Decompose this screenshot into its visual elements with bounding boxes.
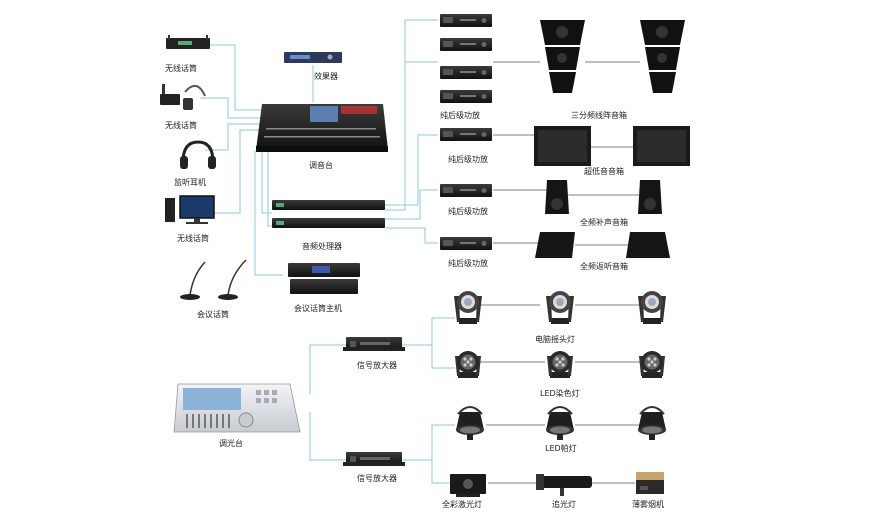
headset-mic-icon (160, 84, 206, 110)
label-laser: 全彩激光灯 (442, 499, 482, 509)
signal-amp-2: 信号放大器 (343, 452, 405, 483)
label-conference-mic: 会议话筒 (197, 309, 229, 319)
subwoofers: 超低音音箱 (534, 126, 690, 176)
handheld-mic-receiver-icon (166, 35, 210, 49)
led-par-lights: LED帕灯 (455, 406, 667, 453)
label-mixer: 调音台 (309, 160, 333, 170)
effects-unit: 效果器 (284, 52, 342, 81)
headphones-icon (180, 140, 216, 169)
fill-speakers: 全频补声音箱 (545, 180, 662, 227)
label-conference-host: 会议话筒主机 (294, 303, 342, 313)
label-wireless-mic-3: 无线话筒 (177, 233, 209, 243)
amp-4: 纯后级功放 (440, 237, 492, 268)
amp-2: 纯后级功放 (440, 128, 492, 164)
lighting-console: 调光台 (173, 383, 301, 448)
signal-amp-1: 信号放大器 (343, 337, 405, 370)
label-moving-head: 电脑摇头灯 (535, 334, 575, 344)
conference-mic: 会议话筒 (180, 259, 247, 319)
wireless-mic-2: 无线话筒 (160, 84, 206, 130)
monitor-headphones: 监听耳机 (174, 140, 216, 187)
audio-wires (200, 19, 455, 484)
laser-light: 全彩激光灯 (442, 474, 486, 509)
label-haze: 薄雾烟机 (632, 499, 664, 509)
output-wires (480, 61, 640, 484)
label-monitor-speaker: 全频返听音箱 (580, 261, 628, 271)
mixing-console: 调音台 (256, 104, 388, 170)
moving-head-light-icon (454, 291, 666, 324)
amp-group-1: 纯后级功放 (440, 14, 492, 120)
label-effects: 效果器 (314, 71, 338, 81)
monitor-speakers: 全频返听音箱 (535, 232, 670, 271)
wireless-mic-3: 无线话筒 (165, 195, 215, 243)
haze-machine: 薄雾烟机 (632, 472, 664, 509)
label-monitor-headphones: 监听耳机 (174, 177, 206, 187)
label-signal-amp-2: 信号放大器 (357, 473, 397, 483)
label-signal-amp-1: 信号放大器 (357, 360, 397, 370)
gooseneck-mic-icon (180, 259, 247, 300)
label-follow-spot: 追光灯 (552, 499, 576, 509)
label-lighting-console: 调光台 (219, 438, 243, 448)
follow-spot: 追光灯 (536, 474, 592, 509)
label-amp-2: 纯后级功放 (448, 154, 488, 164)
audio-processor: 音频处理器 (272, 200, 385, 251)
computer-icon (165, 195, 215, 224)
label-audio-processor: 音频处理器 (302, 241, 342, 251)
label-led-wash: LED染色灯 (540, 388, 580, 398)
amp-3: 纯后级功放 (440, 184, 492, 216)
label-led-par: LED帕灯 (545, 443, 577, 453)
label-amp-4: 纯后级功放 (448, 258, 488, 268)
line-array-speakers: 三分频线阵音箱 (540, 20, 685, 120)
conference-host: 会议话筒主机 (288, 263, 360, 313)
label-subwoofer: 超低音音箱 (584, 166, 624, 176)
label-amp-1: 纯后级功放 (440, 110, 480, 120)
wireless-mic-1: 无线话筒 (165, 35, 210, 73)
label-amp-3: 纯后级功放 (448, 206, 488, 216)
label-fill-speaker: 全频补声音箱 (580, 217, 628, 227)
par-light-icon (455, 406, 667, 441)
moving-head-lights: 电脑摇头灯 (454, 291, 666, 344)
label-line-array: 三分频线阵音箱 (571, 110, 627, 120)
label-wireless-mic-1: 无线话筒 (165, 63, 197, 73)
label-wireless-mic-2: 无线话筒 (165, 120, 197, 130)
led-wash-lights: LED染色灯 (455, 351, 665, 398)
